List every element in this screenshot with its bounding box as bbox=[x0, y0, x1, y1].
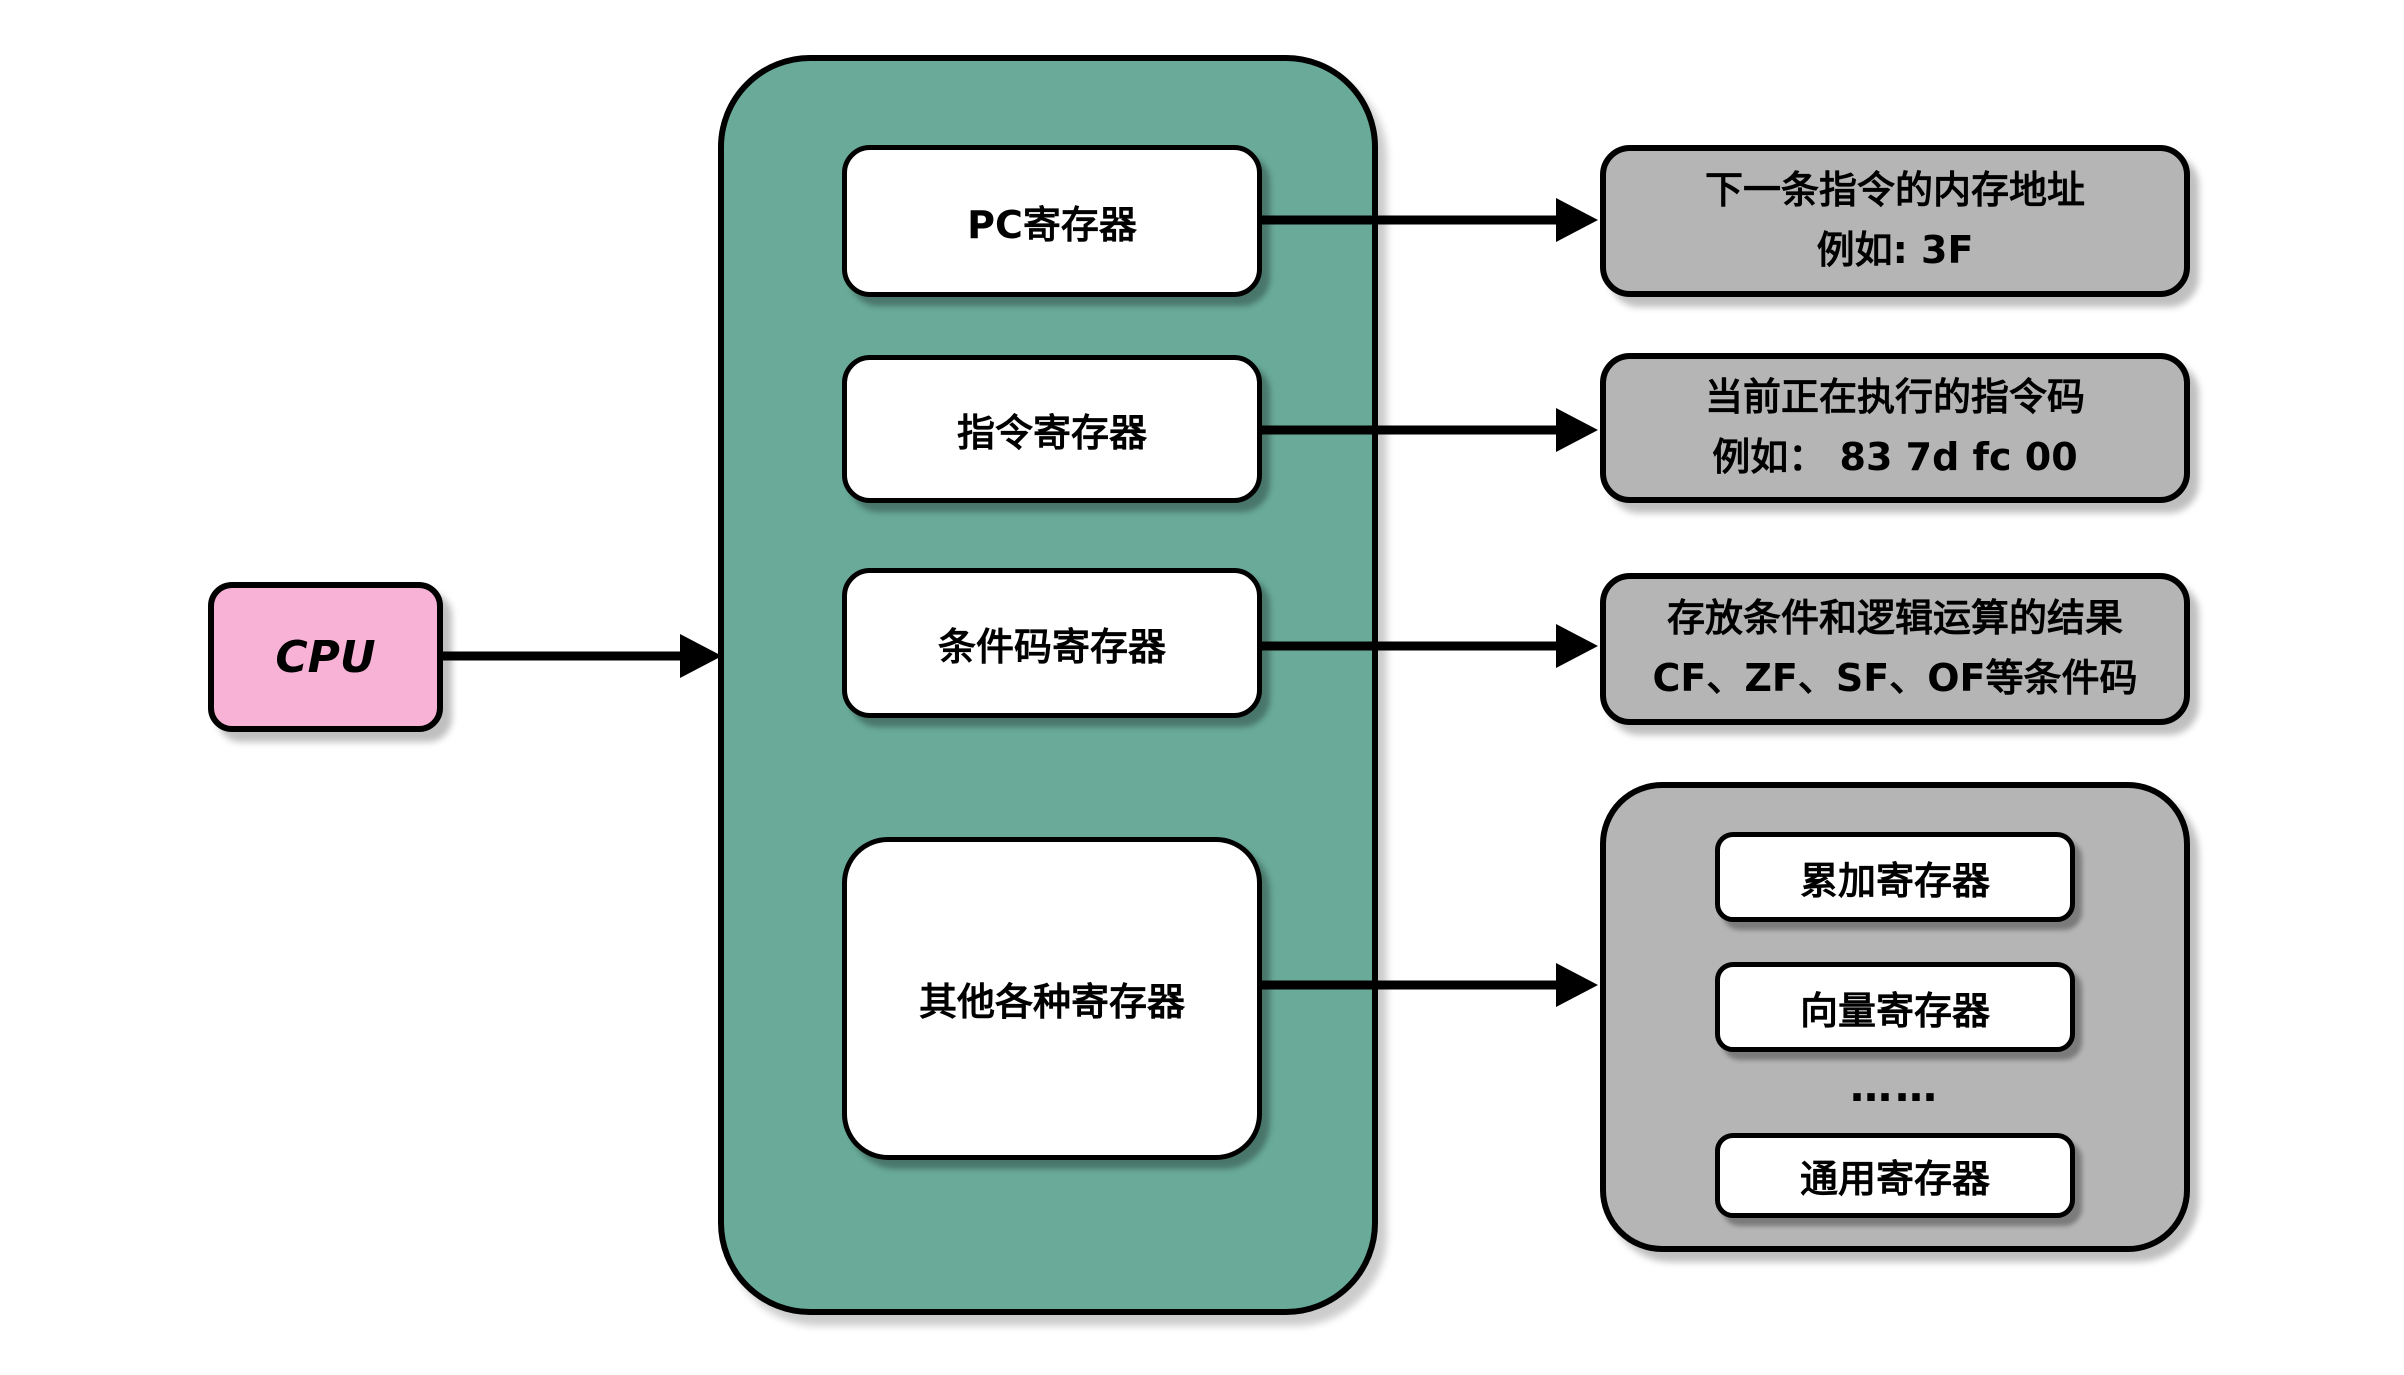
register-box-condition-code-label: 条件码寄存器 bbox=[937, 624, 1166, 669]
desc-box-condition-result-line1: 存放条件和逻辑运算的结果 bbox=[1666, 595, 2123, 640]
desc-box-current-instruction-line2: 例如： 83 7d fc 00 bbox=[1712, 435, 2078, 480]
other-registers-ellipsis-label: …… bbox=[1850, 1061, 1940, 1111]
other-register-box-general: 通用寄存器 bbox=[1715, 1133, 2075, 1218]
register-box-other-label: 其他各种寄存器 bbox=[918, 980, 1185, 1024]
register-box-instruction-label: 指令寄存器 bbox=[956, 410, 1147, 455]
desc-box-current-instruction-line1: 当前正在执行的指令码 bbox=[1704, 375, 2085, 420]
register-box-other: 其他各种寄存器 bbox=[842, 837, 1262, 1160]
other-register-general-label: 通用寄存器 bbox=[1799, 1157, 1990, 1201]
desc-box-next-instruction-line1: 下一条指令的内存地址 bbox=[1704, 167, 2085, 212]
cpu-label: CPU bbox=[275, 631, 376, 683]
cpu-box: CPU bbox=[208, 582, 443, 732]
register-box-instruction: 指令寄存器 bbox=[842, 355, 1262, 503]
other-register-box-vector: 向量寄存器 bbox=[1715, 962, 2075, 1052]
desc-box-next-instruction-line2: 例如: 3F bbox=[1816, 228, 1974, 273]
desc-box-condition-result-line2: CF、ZF、SF、OF等条件码 bbox=[1652, 656, 2138, 701]
register-box-pc-label: PC寄存器 bbox=[967, 202, 1137, 247]
other-register-vector-label: 向量寄存器 bbox=[1799, 988, 1990, 1033]
other-register-accumulator-label: 累加寄存器 bbox=[1799, 858, 1990, 903]
desc-box-next-instruction-address: 下一条指令的内存地址 例如: 3F bbox=[1600, 145, 2190, 297]
arrow-cpu-to-registers bbox=[443, 634, 722, 678]
desc-box-condition-result: 存放条件和逻辑运算的结果 CF、ZF、SF、OF等条件码 bbox=[1600, 573, 2190, 725]
other-register-box-accumulator: 累加寄存器 bbox=[1715, 832, 2075, 922]
register-box-condition-code: 条件码寄存器 bbox=[842, 568, 1262, 718]
desc-box-current-instruction-code: 当前正在执行的指令码 例如： 83 7d fc 00 bbox=[1600, 353, 2190, 503]
register-box-pc: PC寄存器 bbox=[842, 145, 1262, 297]
